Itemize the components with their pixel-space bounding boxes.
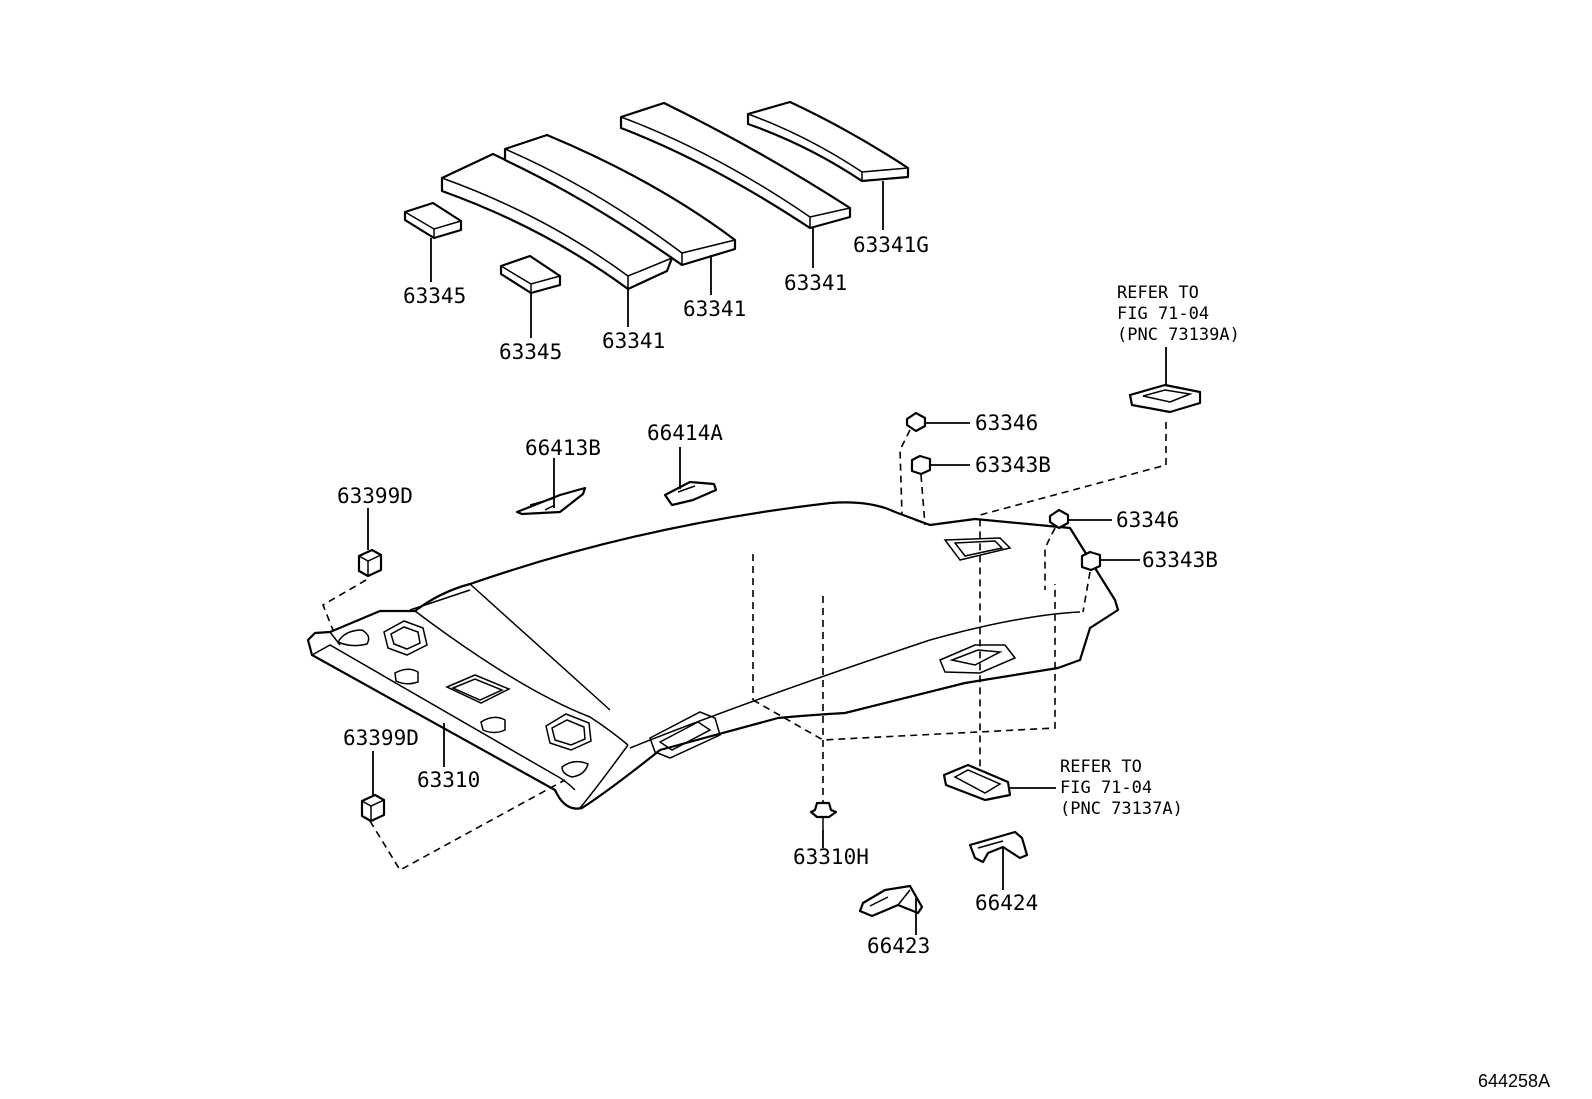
label-63341-middle: 63341 [683,297,746,321]
label-63345-right: 63345 [499,340,562,364]
holder-66423 [858,884,924,918]
label-66414a: 66414A [647,421,723,445]
pad-63346-lower [1048,508,1070,530]
label-66413b: 66413B [525,436,601,460]
pad-63341-middle [503,133,737,267]
label-63399d-upper: 63399D [337,484,413,508]
label-63345-left: 63345 [403,284,466,308]
clip-63399d-lower [360,793,386,823]
holder-66413b [515,486,587,516]
part-leaders [367,347,1167,935]
pad-63343b-lower [1080,550,1102,572]
label-63341-rear: 63341 [784,271,847,295]
label-63343b-lower: 63343B [1142,548,1218,572]
refer-front-line2: FIG 71-04 [1060,778,1152,798]
label-63399d-lower: 63399D [343,726,419,750]
top-leaders [430,181,884,338]
refer-front-line1: REFER TO [1060,757,1142,777]
label-63341-front: 63341 [602,329,665,353]
pad-63345-left [403,201,463,240]
refer-rear-line3: (PNC 73139A) [1117,325,1240,345]
assembly-lines [322,422,1167,872]
pad-63343b-upper [910,454,932,476]
clip-63399d-upper [357,548,383,578]
figure-code: 644258A [1478,1071,1550,1091]
label-63343b-upper: 63343B [975,453,1051,477]
holder-66424 [968,830,1029,864]
pad-63346-upper [905,411,927,433]
headliner-63310 [306,501,1120,810]
front-map-light [942,763,1012,802]
refer-note-rear: REFER TO FIG 71-04 (PNC 73139A) [1117,283,1240,345]
pad-63341-rear [619,101,852,230]
clip-63310h [809,801,838,830]
refer-rear-line2: FIG 71-04 [1117,304,1209,324]
pad-63341g [746,100,910,183]
refer-note-front: REFER TO FIG 71-04 (PNC 73137A) [1060,757,1183,819]
label-63346-lower: 63346 [1116,508,1179,532]
label-63310h: 63310H [793,845,869,869]
label-63310: 63310 [417,768,480,792]
pad-63345-right [499,254,562,295]
label-63346-upper: 63346 [975,411,1038,435]
label-66423: 66423 [867,934,930,958]
label-63341g: 63341G [853,233,929,257]
refer-rear-line1: REFER TO [1117,283,1199,303]
label-66424: 66424 [975,891,1038,915]
refer-front-line3: (PNC 73137A) [1060,799,1183,819]
rear-dome-light [1128,383,1202,414]
holder-66414a [663,480,718,507]
